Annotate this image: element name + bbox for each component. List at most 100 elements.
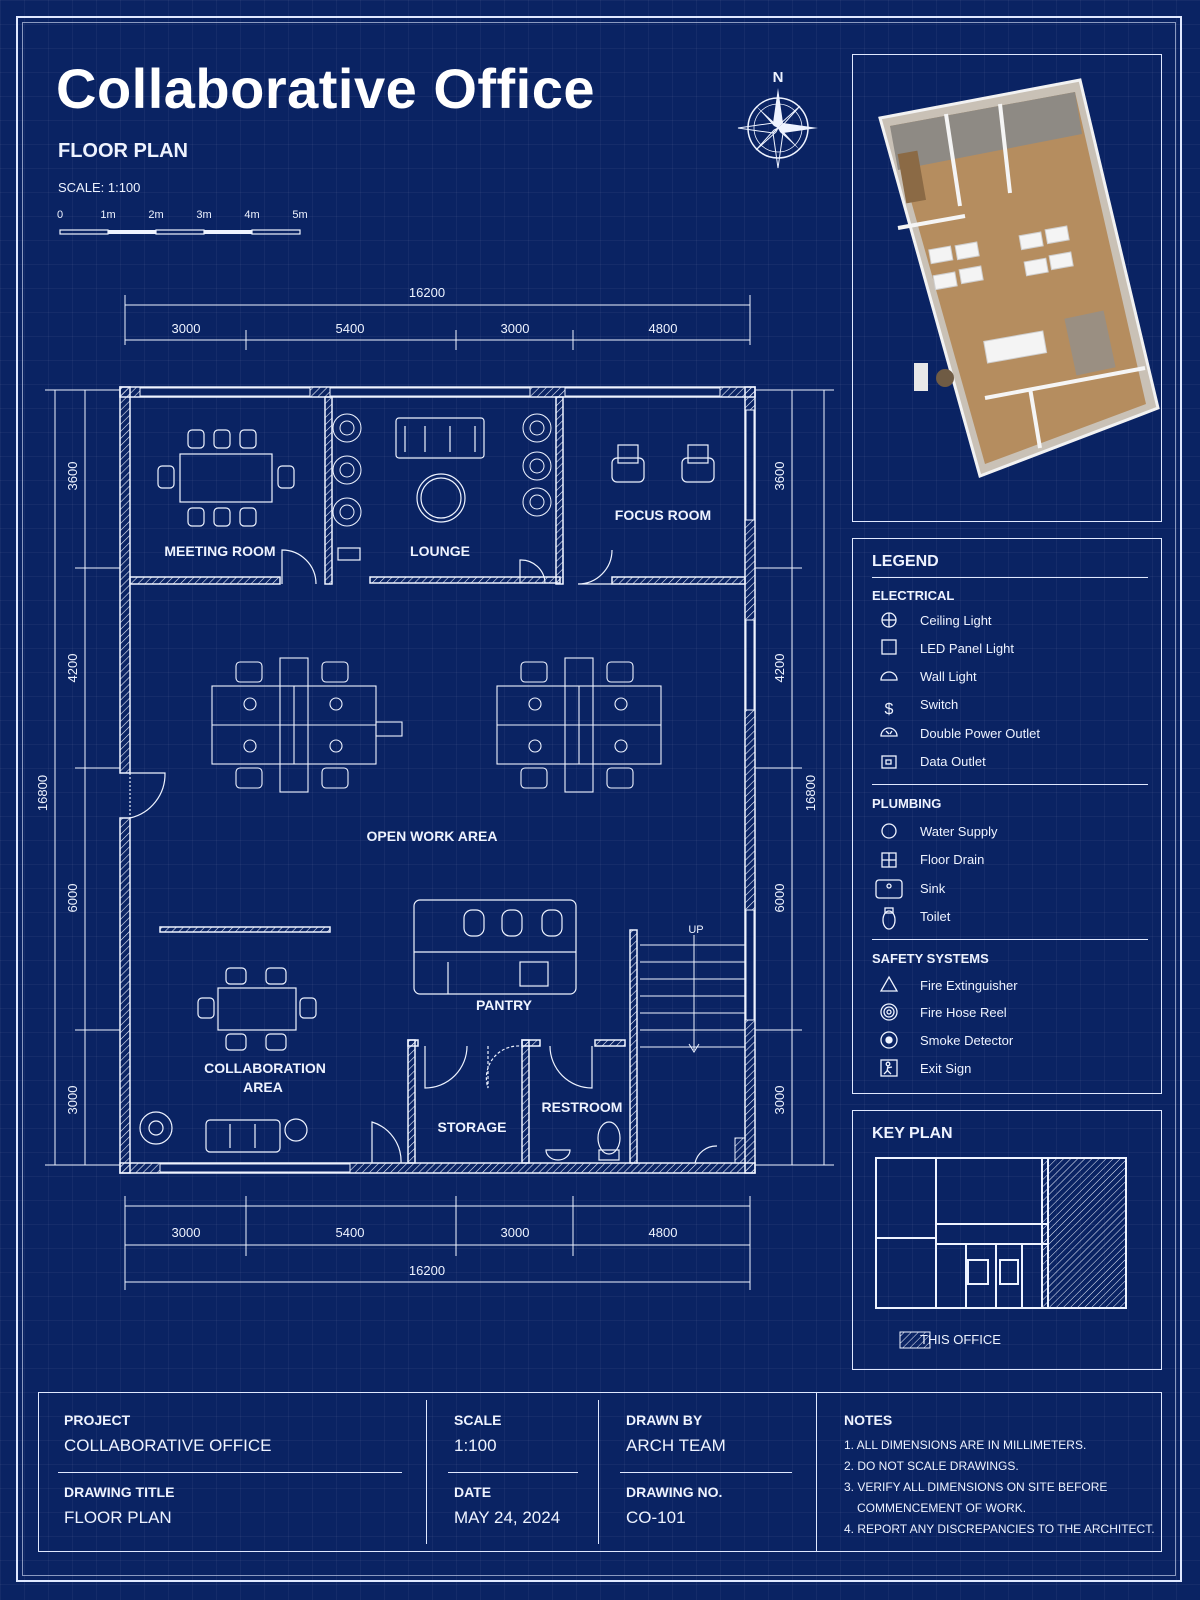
dim-right-seg: 6000	[772, 884, 787, 913]
room-label-restroom: RESTROOM	[542, 1099, 623, 1115]
drawing-title-label: DRAWING TITLE	[64, 1484, 175, 1500]
dim-top-total: 16200	[409, 285, 445, 300]
dim-bottom-seg: 3000	[501, 1225, 530, 1240]
dim-left-seg: 6000	[65, 884, 80, 913]
legend-item: Exit Sign	[920, 1061, 972, 1076]
dim-top-seg: 4800	[649, 321, 678, 336]
title-block	[38, 1392, 1162, 1552]
notes-label: NOTES	[844, 1412, 893, 1428]
legend-icons-safety	[879, 975, 899, 1077]
north-label: N	[773, 69, 784, 86]
legend-panel	[852, 538, 1162, 1094]
legend-item: Toilet	[920, 909, 951, 924]
exit-sign-icon	[880, 1059, 898, 1077]
sink-icon	[875, 879, 903, 899]
interior-walls	[129, 396, 746, 1164]
focus-room-furniture	[611, 444, 715, 483]
dim-top-seg: 5400	[336, 321, 365, 336]
sheet-border-outer	[16, 16, 1182, 1582]
note-line: 1. ALL DIMENSIONS ARE IN MILLIMETERS.	[844, 1438, 1087, 1452]
dim-left-seg: 3000	[65, 1086, 80, 1115]
room-label-collab: COLLABORATION	[204, 1060, 326, 1076]
page-subtitle: FLOOR PLAN	[58, 140, 188, 162]
switch-icon: $	[885, 701, 894, 718]
dim-right-seg: 3600	[772, 462, 787, 491]
room-label-pantry: PANTRY	[476, 997, 533, 1013]
room-label-focus: FOCUS ROOM	[615, 507, 711, 523]
dim-bottom-seg: 5400	[336, 1225, 365, 1240]
legend-divider	[872, 784, 1148, 785]
toilet-icon	[882, 907, 896, 930]
legend-category-safety: SAFETY SYSTEMS	[872, 951, 989, 966]
this-office-swatch	[899, 1331, 931, 1349]
legend-category-electrical: ELECTRICAL	[872, 588, 955, 603]
scale-tick-label: 4m	[244, 209, 259, 221]
legend-item: Switch	[920, 697, 959, 712]
dimensions-bottom	[124, 1196, 751, 1290]
dim-left-total: 16800	[35, 775, 50, 811]
plant-icon	[332, 413, 552, 527]
dim-bottom-seg: 4800	[649, 1225, 678, 1240]
scale-tick-label: 3m	[196, 209, 211, 221]
floor-drain-icon	[881, 852, 897, 868]
scale-value: 1:100	[454, 1436, 497, 1455]
meeting-table	[157, 429, 295, 527]
windows	[139, 387, 755, 1173]
title-block-divider	[598, 1400, 599, 1544]
page-title: Collaborative Office	[56, 57, 596, 120]
drawn-by-value: ARCH TEAM	[626, 1436, 726, 1455]
dimensions-left	[45, 389, 120, 1166]
dim-bottom-seg: 3000	[172, 1225, 201, 1240]
staircase	[640, 935, 745, 1053]
dimensions-right	[755, 389, 834, 1166]
scale-tick-label: 5m	[292, 209, 307, 221]
restroom-fixtures	[545, 1121, 621, 1161]
room-label-storage: STORAGE	[438, 1119, 507, 1135]
scale-tick-label: 0	[57, 209, 63, 221]
workstation-cluster	[211, 657, 662, 793]
project-label: PROJECT	[64, 1412, 131, 1428]
smoke-detector-icon	[880, 1031, 898, 1049]
legend-item: Fire Hose Reel	[920, 1005, 1007, 1020]
scale-tick-label: 1m	[100, 209, 115, 221]
keyplan-title: KEY PLAN	[872, 1125, 953, 1142]
double-outlet-icon	[880, 727, 898, 737]
legend-divider	[872, 939, 1148, 940]
title-block-rule	[58, 1472, 402, 1473]
dim-right-total: 16800	[803, 775, 818, 811]
legend-item: Floor Drain	[920, 852, 985, 867]
legend-item: Data Outlet	[920, 754, 986, 769]
legend-title: LEGEND	[872, 553, 939, 570]
legend-item: Sink	[920, 881, 946, 896]
room-label-open-work: OPEN WORK AREA	[367, 828, 498, 844]
led-panel-icon	[881, 639, 897, 655]
title-block-rule	[448, 1472, 578, 1473]
scale-label: SCALE	[454, 1412, 502, 1428]
legend-item: Smoke Detector	[920, 1033, 1014, 1048]
floor-plan: 16200 3000 5400 3000 4800 3000 5400 3000…	[35, 285, 834, 1290]
data-outlet-icon	[881, 755, 897, 769]
scale-tick-label: 2m	[148, 209, 163, 221]
fire-extinguisher-icon	[879, 975, 899, 992]
room-label-collab: AREA	[243, 1079, 283, 1095]
drawing-no-label: DRAWING NO.	[626, 1484, 723, 1500]
keyplan-diagram	[875, 1157, 1127, 1349]
legend-item: Ceiling Light	[920, 613, 992, 628]
note-line: COMMENCEMENT OF WORK.	[857, 1501, 1027, 1515]
room-label-lounge: LOUNGE	[410, 543, 470, 559]
render-3d-view	[878, 78, 1160, 478]
drawing-no-value: CO-101	[626, 1508, 686, 1527]
legend-item: LED Panel Light	[920, 641, 1014, 656]
legend-item: Double Power Outlet	[920, 726, 1040, 741]
dim-right-seg: 4200	[772, 654, 787, 683]
room-label-meeting: MEETING ROOM	[164, 543, 275, 559]
note-line: 2. DO NOT SCALE DRAWINGS.	[844, 1459, 1019, 1473]
legend-category-plumbing: PLUMBING	[872, 796, 942, 811]
dim-top-seg: 3000	[172, 321, 201, 336]
legend-item: Wall Light	[920, 669, 977, 684]
dim-right-seg: 3000	[772, 1086, 787, 1115]
stair-label: UP	[688, 924, 703, 936]
title-block-divider	[426, 1400, 427, 1544]
title-block-rule	[620, 1472, 792, 1473]
